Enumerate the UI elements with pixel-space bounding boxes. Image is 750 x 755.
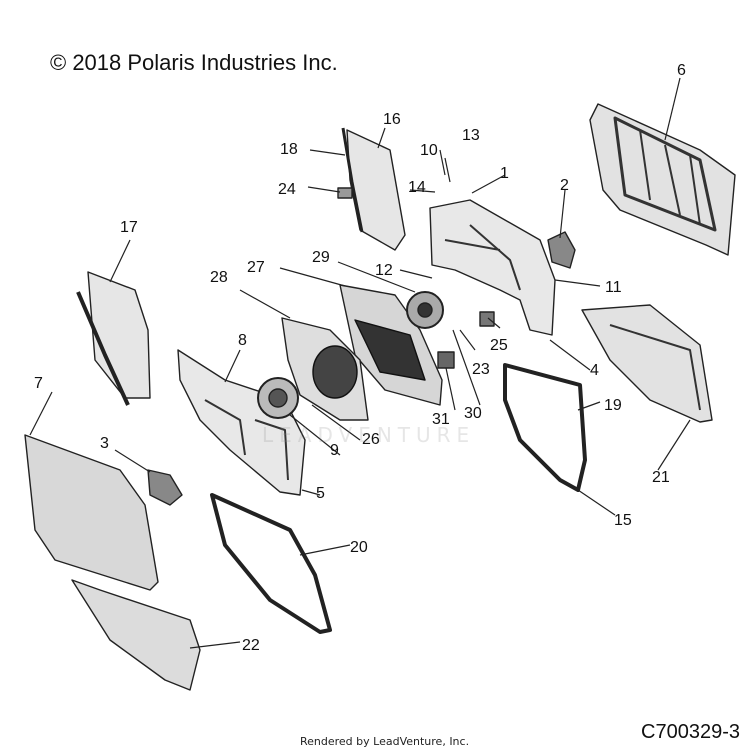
part-16-glass	[346, 129, 406, 251]
callout-2: 2	[560, 177, 569, 194]
part-7-panel	[24, 434, 159, 591]
callout-27: 27	[247, 259, 265, 276]
callout-8: 8	[238, 332, 247, 349]
part-17-panel	[87, 271, 151, 399]
callout-30: 30	[464, 405, 482, 422]
part-5-frame	[177, 349, 306, 496]
callout-23: 23	[472, 361, 490, 378]
callout-4: 4	[590, 362, 599, 379]
watermark-text: LEADVENTURE	[262, 423, 476, 447]
callout-3: 3	[100, 435, 109, 452]
callout-29: 29	[312, 249, 330, 266]
callout-17: 17	[120, 219, 138, 236]
callout-31: 31	[432, 411, 450, 428]
part-25-bracket	[479, 311, 495, 327]
callout-15: 15	[614, 512, 632, 529]
callout-18: 18	[280, 141, 298, 158]
callout-24: 24	[278, 181, 296, 198]
callout-14: 14	[408, 179, 426, 196]
callout-12: 12	[375, 262, 393, 279]
callout-10: 10	[420, 142, 438, 159]
callout-25: 25	[490, 337, 508, 354]
callout-26: 26	[362, 431, 380, 448]
part-6-panel	[589, 103, 736, 256]
part-15-frame	[503, 363, 587, 492]
part-24-clip	[337, 187, 353, 199]
copyright-text: © 2018 Polaris Industries Inc.	[50, 50, 338, 75]
callout-28: 28	[210, 269, 228, 286]
part-20-frame	[210, 493, 332, 634]
callout-labels: 1234567891011121314151617181920212223242…	[34, 62, 686, 654]
callout-9: 9	[330, 442, 339, 459]
part-2-latch	[547, 231, 576, 269]
callout-6: 6	[677, 62, 686, 79]
callout-21: 21	[652, 469, 670, 486]
rendered-by-text: Rendered by LeadVenture, Inc.	[300, 735, 470, 748]
callout-11: 11	[605, 279, 622, 296]
callout-16: 16	[383, 111, 401, 128]
diagram-id-text: C700329-3	[641, 721, 740, 743]
part-1-frame	[429, 199, 556, 336]
part-31-bracket	[437, 351, 455, 369]
callout-22: 22	[242, 637, 260, 654]
callout-5: 5	[316, 485, 325, 502]
part-21-panel	[581, 304, 713, 423]
callout-7: 7	[34, 375, 43, 392]
callout-1: 1	[500, 165, 509, 182]
leader-lines	[29, 77, 691, 649]
part-22-panel	[71, 579, 201, 691]
callout-19: 19	[604, 397, 622, 414]
part-3-latch	[147, 469, 183, 506]
callout-20: 20	[350, 539, 368, 556]
callout-13: 13	[462, 127, 480, 144]
